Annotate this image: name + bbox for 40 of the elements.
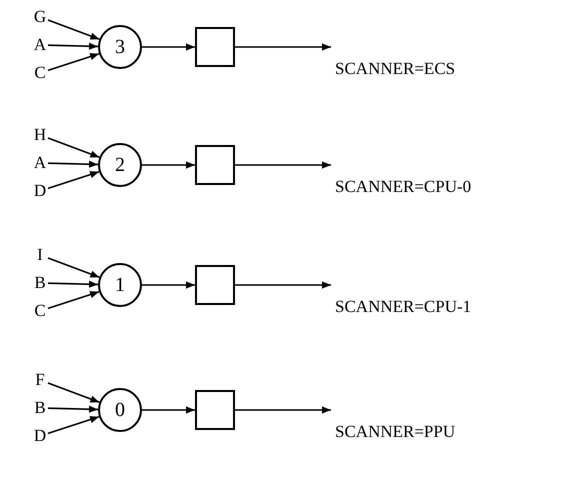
arrow: [48, 42, 98, 50]
arrow: [48, 382, 100, 404]
input-letter: H: [32, 125, 48, 145]
arrow: [48, 280, 98, 288]
arrow: [48, 160, 98, 168]
arrow: [48, 406, 98, 413]
input-letter: C: [32, 63, 48, 83]
input-letter: F: [32, 370, 48, 390]
input-letter: C: [32, 301, 48, 321]
input-letter: D: [32, 181, 48, 201]
arrow: [142, 43, 195, 51]
arrow: [48, 416, 100, 434]
process-box: [195, 390, 235, 430]
process-box: [195, 145, 235, 185]
input-letter: B: [32, 273, 48, 293]
arrow: [235, 161, 331, 169]
scanner-label: SCANNER=CPU-0: [335, 159, 535, 199]
arrow: [235, 406, 331, 414]
arrow: [235, 281, 331, 289]
arrow: [142, 161, 195, 169]
arrow: [48, 291, 100, 310]
input-letter: A: [32, 35, 48, 55]
scanner-label: SCANNER=PPU: [335, 404, 535, 444]
arrow: [48, 171, 100, 190]
input-letter: G: [32, 7, 48, 27]
arrow: [235, 43, 331, 51]
input-letter: D: [32, 426, 48, 446]
arrow: [48, 19, 100, 40]
process-box: [195, 27, 235, 67]
input-letter: I: [32, 245, 48, 265]
input-letter: A: [32, 153, 48, 173]
arrow: [48, 257, 100, 278]
arrow: [142, 406, 195, 414]
input-letter: B: [32, 398, 48, 418]
arrow: [48, 137, 100, 158]
scanner-label: SCANNER=ECS: [335, 41, 535, 81]
arrow: [142, 281, 195, 289]
arrow: [48, 53, 100, 72]
scanner-label: SCANNER=CPU-1: [335, 279, 535, 319]
process-box: [195, 265, 235, 305]
